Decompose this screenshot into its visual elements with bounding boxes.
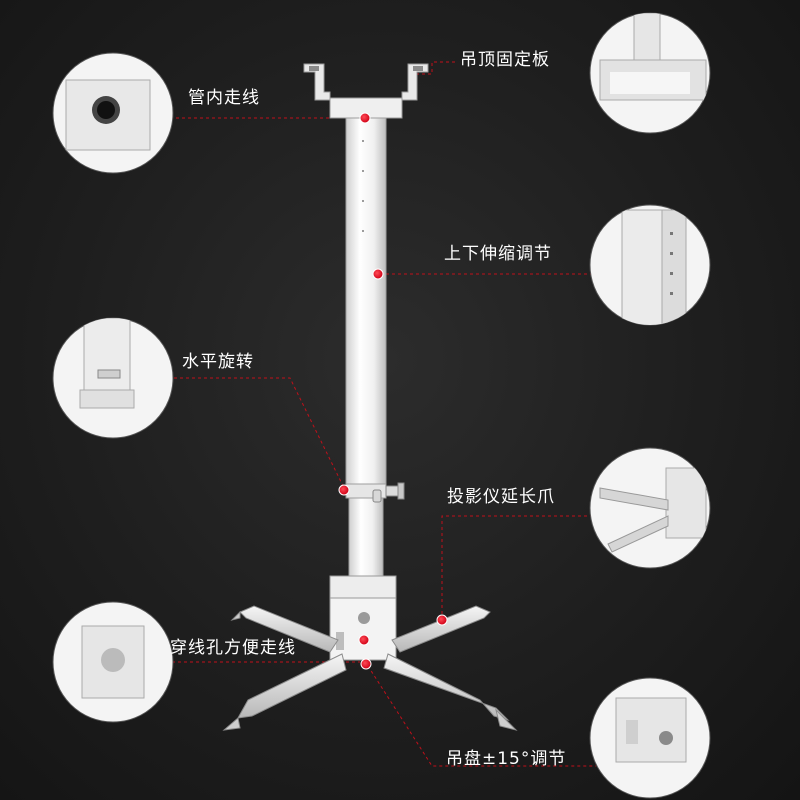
callout-top-plate: 吊顶固定板 <box>460 50 550 70</box>
detail-circle-top-plate <box>589 12 711 134</box>
callout-height-adjust: 上下伸缩调节 <box>444 244 552 264</box>
ceiling-bracket <box>303 63 429 119</box>
inner-pole <box>348 489 384 583</box>
locking-knob <box>372 482 405 503</box>
detail-circle-arms <box>589 447 711 569</box>
detail-circle-tilt <box>589 677 711 799</box>
callout-cable-holes: 穿线孔方便走线 <box>170 638 296 658</box>
detail-circle-cable <box>52 52 174 174</box>
indicator-dots <box>338 112 448 670</box>
callout-tilt-adjust: 吊盘±15°调节 <box>446 749 567 769</box>
callout-cable-routing: 管内走线 <box>188 88 260 108</box>
extension-arms <box>222 605 518 731</box>
callout-horizontal-rotate: 水平旋转 <box>182 352 254 372</box>
callout-extension-arms: 投影仪延长爪 <box>447 487 555 507</box>
tilt-plate <box>329 575 397 661</box>
outer-pole <box>345 117 387 499</box>
detail-circle-rotate <box>52 317 174 439</box>
detail-circle-cable-holes <box>52 601 174 723</box>
detail-circle-height-adjust <box>589 204 711 326</box>
